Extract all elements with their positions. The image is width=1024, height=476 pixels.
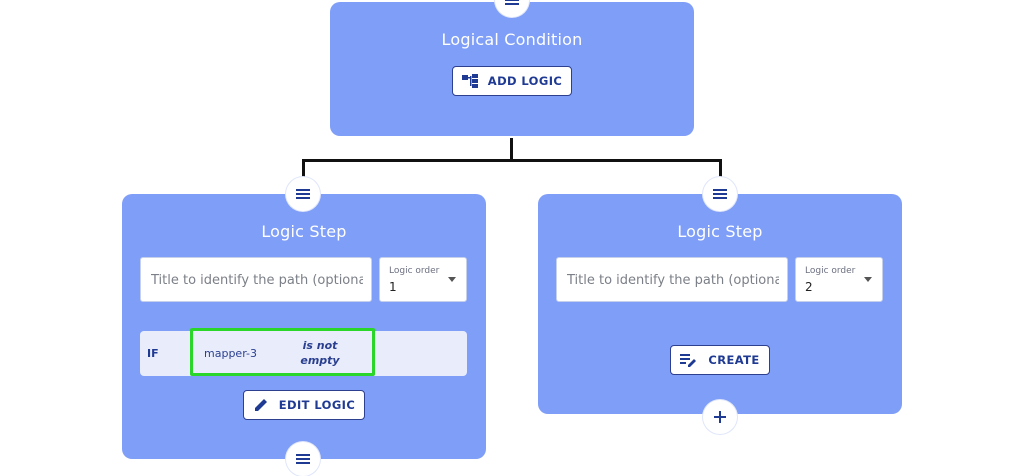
logic-order-value: 1 xyxy=(389,280,397,294)
root-menu-handle[interactable] xyxy=(495,0,529,17)
edit-icon xyxy=(253,397,269,413)
logic-order-select[interactable]: Logic order 1 xyxy=(379,257,467,302)
step2-menu-handle[interactable] xyxy=(703,177,737,211)
logic-order-value: 2 xyxy=(805,280,813,294)
menu-icon xyxy=(713,185,727,204)
connector-vertical-left xyxy=(302,159,305,179)
path-title-field[interactable] xyxy=(556,257,789,302)
logic-step-card-2: Logic Step Logic order 2 CREATE xyxy=(538,194,902,414)
create-button[interactable]: CREATE xyxy=(670,345,770,375)
menu-icon xyxy=(296,450,310,469)
logical-condition-card: Logical Condition ADD LOGIC xyxy=(330,2,694,136)
path-title-input[interactable] xyxy=(557,258,789,302)
logic-order-label: Logic order xyxy=(805,266,856,276)
connector-vertical-right xyxy=(719,159,722,179)
condition-highlight xyxy=(190,328,375,376)
tree-icon xyxy=(461,74,478,88)
connector-horizontal xyxy=(302,159,722,162)
if-keyword: IF xyxy=(147,347,159,360)
add-logic-button[interactable]: ADD LOGIC xyxy=(452,66,572,96)
edit-logic-label: EDIT LOGIC xyxy=(278,398,356,412)
edit-logic-button[interactable]: EDIT LOGIC xyxy=(243,390,365,420)
menu-icon xyxy=(296,185,310,204)
logical-condition-title: Logical Condition xyxy=(441,30,583,49)
add-logic-label: ADD LOGIC xyxy=(487,74,563,88)
logic-step-title: Logic Step xyxy=(677,222,763,241)
logic-order-label: Logic order xyxy=(389,266,440,276)
caret-down-icon xyxy=(448,277,456,282)
condition-operator: is not empty xyxy=(300,339,340,367)
path-title-field[interactable] xyxy=(140,257,373,302)
condition-row[interactable]: IF mapper-3 is not empty xyxy=(140,328,467,376)
menu-icon xyxy=(505,0,519,10)
logic-order-select[interactable]: Logic order 2 xyxy=(795,257,883,302)
step2-add-handle[interactable] xyxy=(703,400,737,434)
caret-down-icon xyxy=(864,277,872,282)
path-title-input[interactable] xyxy=(141,258,373,302)
logic-step-title: Logic Step xyxy=(261,222,347,241)
create-label: CREATE xyxy=(708,353,760,367)
connector-vertical-root xyxy=(510,138,513,161)
logic-step-card-1: Logic Step Logic order 1 IF mapper-3 is … xyxy=(122,194,486,459)
edit-list-icon xyxy=(680,353,698,367)
condition-field: mapper-3 xyxy=(204,347,257,360)
step1-bottom-menu-handle[interactable] xyxy=(286,442,320,476)
plus-icon xyxy=(714,408,726,427)
step1-menu-handle[interactable] xyxy=(286,177,320,211)
